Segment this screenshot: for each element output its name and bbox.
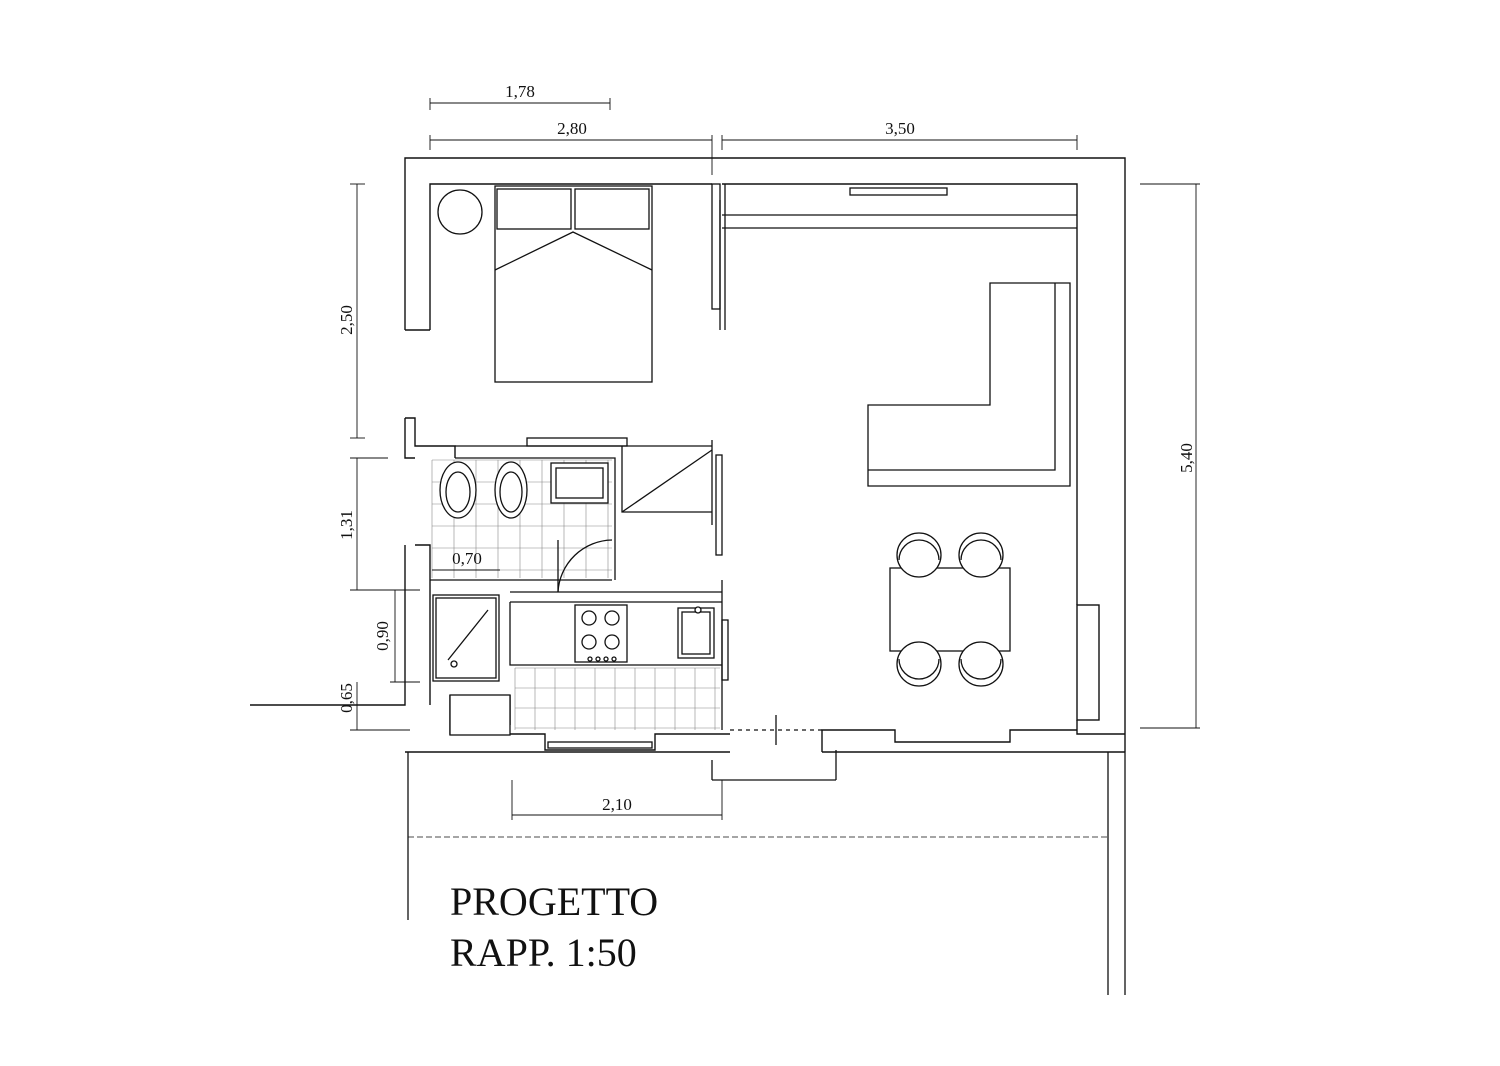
wall-inner-right-bottom bbox=[1076, 720, 1125, 735]
burner-icon bbox=[604, 634, 620, 650]
bidet-bowl bbox=[499, 471, 523, 513]
wall-left-entry bbox=[250, 545, 406, 706]
knob-icon bbox=[603, 656, 609, 662]
drawing-title: PROGETTO RAPP. 1:50 bbox=[450, 879, 658, 975]
dining-chair bbox=[896, 532, 942, 578]
shower-tray-inner bbox=[435, 597, 497, 679]
dimension-lines bbox=[350, 98, 1200, 820]
wall-outer-top-right bbox=[404, 157, 1126, 752]
title-line-2: RAPP. 1:50 bbox=[450, 930, 637, 975]
wall-left-inner bbox=[415, 544, 431, 705]
burner-icon bbox=[604, 610, 620, 626]
terrace bbox=[407, 752, 1126, 995]
dim-label-top-2: 2,80 bbox=[557, 119, 587, 138]
bath-door-swing bbox=[557, 539, 613, 593]
corner-sofa bbox=[867, 282, 1071, 487]
sofa-seat-line bbox=[868, 283, 1056, 471]
toilet-bowl bbox=[445, 471, 471, 513]
right-pilaster bbox=[1076, 604, 1100, 721]
wall-inner-living-top-right bbox=[722, 183, 1078, 605]
bath-window bbox=[526, 437, 628, 447]
dim-label-top-1: 1,78 bbox=[505, 82, 535, 101]
dim-label-bottom: 2,10 bbox=[602, 795, 632, 814]
wall-left-step bbox=[405, 417, 456, 458]
sink-basin bbox=[555, 467, 604, 499]
bed-sheet-fold bbox=[494, 231, 653, 271]
kitchen-tiles bbox=[514, 667, 720, 730]
furniture bbox=[432, 185, 1071, 749]
knob-icon bbox=[595, 656, 601, 662]
tap-icon bbox=[694, 606, 702, 614]
dining-table bbox=[889, 567, 1011, 652]
shower-diagonal bbox=[447, 609, 489, 661]
title-line-1: PROGETTO bbox=[450, 879, 658, 924]
ceiling-light bbox=[849, 187, 948, 196]
kitchen-sink bbox=[677, 607, 715, 659]
wall-bottom-right bbox=[821, 729, 1077, 752]
dimension-labels: 1,78 2,80 3,50 2,50 1,31 0,90 0,65 0,70 … bbox=[337, 82, 1196, 814]
knob-icon bbox=[587, 656, 593, 662]
dim-label-top-3: 3,50 bbox=[885, 119, 915, 138]
dining-chair bbox=[958, 641, 1004, 687]
kitchen-door bbox=[721, 619, 729, 681]
dim-label-bath: 0,70 bbox=[452, 549, 482, 568]
dim-label-right: 5,40 bbox=[1177, 443, 1196, 473]
wall-bath-right bbox=[455, 457, 616, 580]
wall-left-lower bbox=[404, 418, 415, 459]
wall-inner-bedroom-top bbox=[429, 183, 712, 330]
bed-pillow-right bbox=[574, 188, 650, 230]
dining-chair bbox=[958, 532, 1004, 578]
kitchen-window bbox=[547, 741, 653, 749]
storage-diagonal bbox=[621, 449, 713, 513]
burner-icon bbox=[581, 634, 597, 650]
burner-icon bbox=[581, 610, 597, 626]
dining-chair bbox=[896, 641, 942, 687]
sliding-door-panel bbox=[711, 183, 721, 310]
dim-label-left-4: 0,65 bbox=[337, 683, 356, 713]
dim-label-left-3: 0,90 bbox=[373, 621, 392, 651]
bed-pillow-left bbox=[496, 188, 572, 230]
corridor-door bbox=[715, 454, 723, 556]
toilet bbox=[439, 461, 477, 519]
knob-icon bbox=[611, 656, 617, 662]
dim-label-left-2: 1,31 bbox=[337, 510, 356, 540]
washing-machine bbox=[449, 694, 511, 736]
bidet bbox=[494, 461, 528, 519]
kitchen-counter bbox=[509, 602, 722, 666]
dim-label-left-1: 2,50 bbox=[337, 305, 356, 335]
shower-drain bbox=[450, 660, 458, 668]
plant-icon bbox=[437, 189, 483, 235]
bathroom-sink bbox=[550, 462, 609, 504]
